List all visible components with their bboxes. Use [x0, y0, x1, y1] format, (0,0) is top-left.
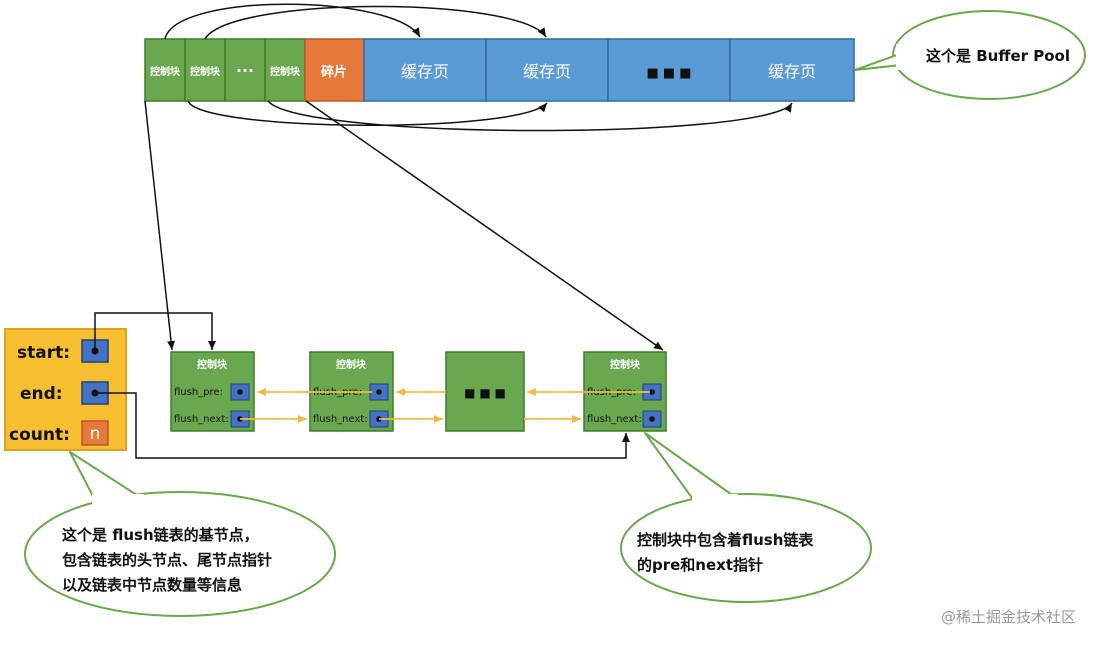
buffer-pool-page-n — [729, 38, 855, 102]
arc-ctrln-to-pagen — [267, 100, 793, 132]
callout-control-line2: 的pre和next指针 — [637, 556, 763, 574]
buffer-pool-ctrl-label-1: 控制块 — [150, 65, 181, 78]
buffer-pool-ctrl-ellipsis-block — [224, 38, 266, 102]
callout-base-line2: 包含链表的头节点、尾节点指针 — [62, 551, 272, 569]
buffer-pool-page-ellipsis-block — [607, 38, 731, 102]
buffer-pool-page-2 — [485, 38, 609, 102]
callout-control-block: 控制块中包含着flush链表 的pre和next指针 — [620, 432, 872, 603]
base-start-label: start: — [17, 343, 70, 363]
buffer-pool-fragment-label: 碎片 — [321, 64, 347, 80]
base-end-label: end: — [20, 384, 63, 404]
buffer-pool-ctrl-ellipsis: ··· — [236, 61, 254, 80]
buffer-pool-ctrl-block-2 — [184, 38, 226, 102]
callout-buffer-pool-text: 这个是 Buffer Pool — [926, 47, 1070, 65]
buffer-pool-page-label-n: 缓存页 — [768, 62, 816, 81]
list-node-n-title: 控制块 — [610, 358, 641, 371]
callout-base-line3: 以及链表中节点数量等信息 — [62, 576, 242, 594]
base-count-box — [81, 420, 109, 446]
base-count-label: count: — [9, 425, 70, 445]
base-count-value: n — [90, 424, 101, 444]
list-node-2-title: 控制块 — [336, 358, 367, 371]
flush-base-node: start: end: count: n — [4, 328, 127, 451]
arc-ctrl2-to-page2 — [204, 5, 547, 40]
list-node-1-title: 控制块 — [197, 358, 228, 371]
buffer-pool-ctrl-block-1 — [144, 38, 186, 102]
buffer-pool: 控制块 控制块 ··· 控制块 碎片 缓存页 缓存页 ■ ■ ■ 缓存页 — [144, 38, 855, 102]
list-node-1-next-label: flush_next: — [174, 414, 229, 425]
buffer-pool-page-label-1: 缓存页 — [401, 62, 449, 81]
arc-ctrl1-to-page1 — [164, 3, 421, 40]
callout-base-node: 这个是 flush链表的基节点， 包含链表的头节点、尾节点指针 以及链表中节点数… — [24, 451, 336, 617]
buffer-pool-page-label-2: 缓存页 — [523, 62, 571, 81]
arrow-ctrln-to-nodeN — [305, 100, 664, 351]
callout-buffer-pool: 这个是 Buffer Pool — [854, 10, 1086, 100]
arrow-end-to-tail — [95, 392, 630, 459]
callout-control-line1: 控制块中包含着flush链表 — [637, 531, 814, 549]
buffer-pool-page-ellipsis: ■ ■ ■ — [646, 66, 691, 81]
list-node-n-next-label: flush_next: — [587, 414, 642, 425]
list-node-2-next-label: flush_next: — [313, 414, 368, 425]
callout-base-line1: 这个是 flush链表的基节点， — [62, 526, 259, 544]
arc-ctrl-ellipsis-to-page — [187, 100, 548, 126]
list-node-1-pre-label: flush_pre: — [174, 387, 223, 398]
buffer-pool-ctrl-label-n: 控制块 — [270, 65, 301, 78]
list-node-ellipsis-text: ■ ■ ■ — [464, 386, 506, 400]
buffer-pool-page-1 — [363, 38, 487, 102]
watermark: @稀土掘金技术社区 — [941, 608, 1076, 626]
buffer-pool-ctrl-label-2: 控制块 — [190, 65, 221, 78]
buffer-pool-fragment — [304, 38, 365, 102]
list-node-ellipsis: ■ ■ ■ — [445, 351, 525, 432]
arrow-start-to-head — [94, 312, 216, 351]
arrow-ctrl1-to-node1 — [144, 100, 176, 351]
